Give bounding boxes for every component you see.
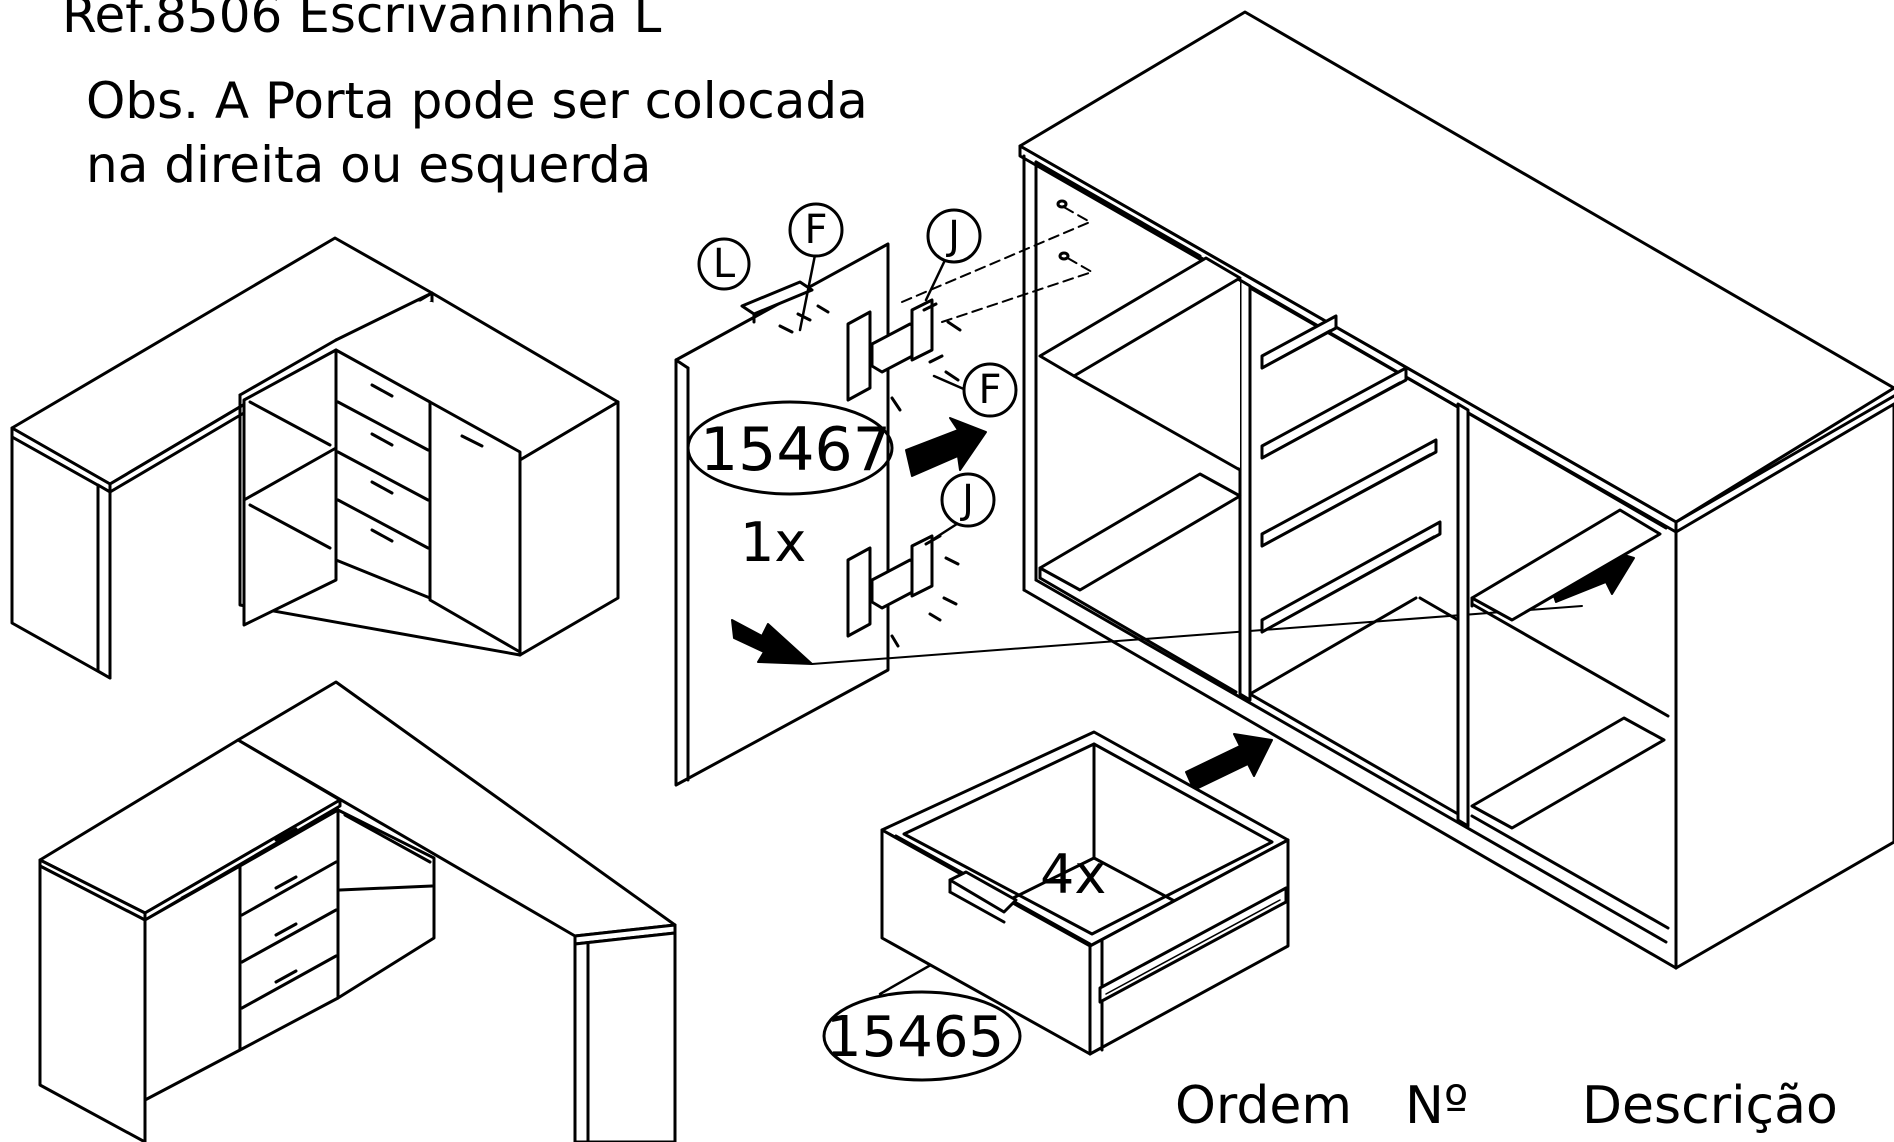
hinge-bottom: [846, 534, 960, 648]
callout-F-top-label: F: [804, 207, 828, 253]
hinge-top: [846, 298, 962, 412]
callout-J-bottom-label: J: [962, 477, 974, 523]
drawer-box-15465: [880, 730, 1290, 1056]
drawer-runners: [1260, 314, 1442, 634]
page-title: Ref.8506 Escrivaninha L: [62, 0, 662, 44]
arrow-path-line: [811, 605, 1583, 665]
door-quantity: 1x: [740, 511, 807, 574]
code-door-ellipse: [686, 400, 894, 496]
table-header-numero: Nº: [1405, 1076, 1469, 1136]
desk-top-left-illustration: [10, 236, 620, 680]
callout-J-top-circle: [926, 208, 982, 264]
cabinet-body: [1018, 10, 1894, 970]
callout-J-bottom-circle: [940, 472, 996, 528]
note-line-2: na direita ou esquerda: [86, 136, 652, 194]
code-drawer-ellipse: [822, 990, 1022, 1082]
desk-bottom-left-illustration: [38, 680, 677, 1142]
callout-F-side-label: F: [978, 367, 1002, 413]
table-header-ordem: Ordem: [1175, 1076, 1353, 1136]
guide-lines: [901, 205, 1093, 323]
drawer-part-code: 15465: [826, 1005, 1005, 1070]
door-panel-15467: [674, 242, 890, 787]
door-part-code: 15467: [700, 415, 891, 485]
drawer-quantity: 4x: [1040, 843, 1107, 906]
callout-J-top-label: J: [948, 213, 960, 259]
callout-leaders: [798, 248, 968, 542]
callout-F-top-circle: [788, 202, 844, 258]
callout-F-side-circle: [962, 362, 1018, 418]
table-header-descricao: Descrição: [1582, 1076, 1838, 1136]
callout-L-circle: [697, 237, 751, 291]
callout-L-label: L: [712, 241, 736, 287]
note-line-1: Obs. A Porta pode ser colocada: [86, 72, 868, 130]
